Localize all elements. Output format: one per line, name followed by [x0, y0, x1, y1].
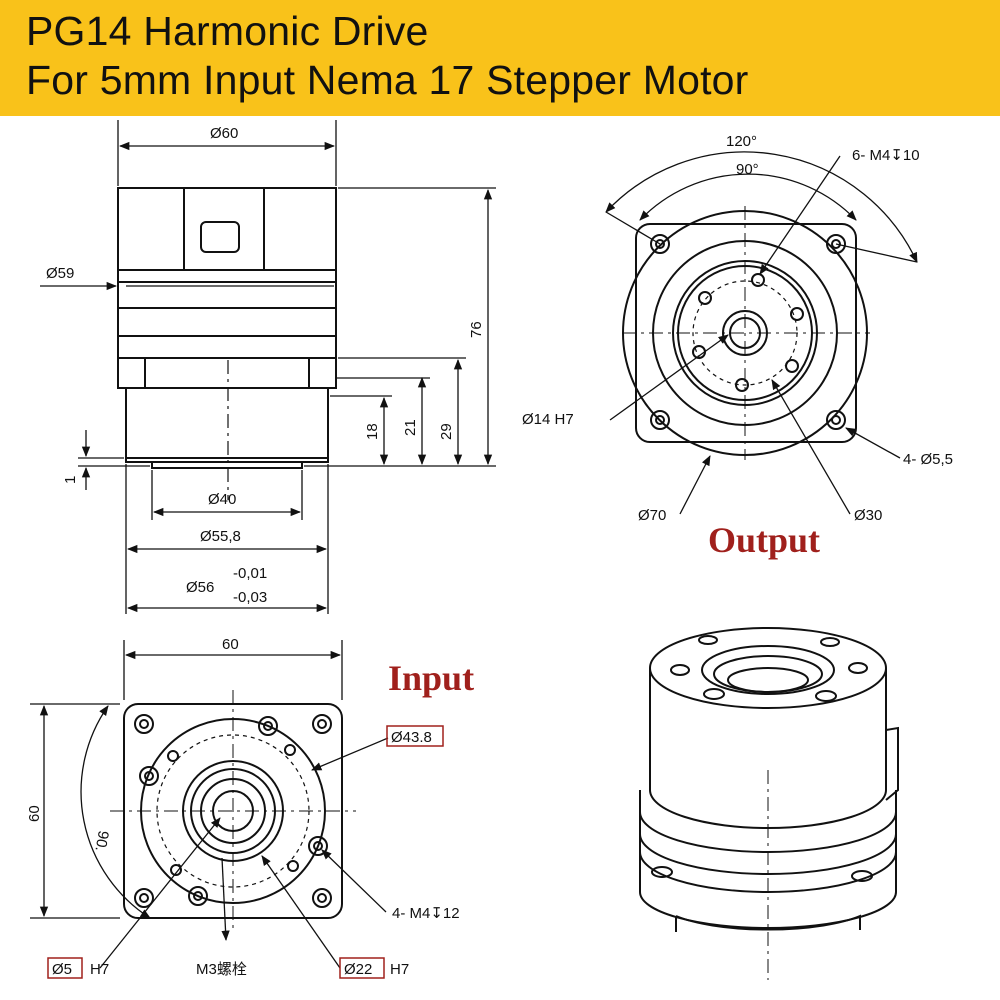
- dim-h21: 21: [402, 419, 419, 436]
- dim-d59: Ø59: [46, 265, 74, 282]
- dim-d56: Ø56: [186, 579, 214, 596]
- bore-box: [47, 957, 83, 979]
- dim-pilot-d22: Ø22: [344, 961, 372, 978]
- dim-h18: 18: [364, 423, 381, 440]
- housing-top-block: [117, 187, 337, 271]
- title-line-2: For 5mm Input Nema 17 Stepper Motor: [26, 57, 749, 103]
- pilot-body: [125, 387, 329, 463]
- input-label: Input: [388, 658, 474, 698]
- dim-bore-d5: Ø5: [52, 961, 72, 978]
- title-line-1: PG14 Harmonic Drive: [26, 8, 429, 54]
- dim-h1: 1: [62, 476, 79, 484]
- grease-port-icon: [200, 221, 240, 253]
- dim-input-diag-90: 90.: [91, 829, 111, 852]
- dim-pilot-d70: Ø70: [638, 507, 666, 524]
- dim-tapped-holes-input: 4- M4↧12: [392, 905, 460, 922]
- top-face: [649, 627, 887, 709]
- dim-d60: Ø60: [210, 125, 238, 142]
- dim-pilot-h7: H7: [390, 961, 409, 978]
- dim-bore-h7: H7: [90, 961, 109, 978]
- output-view: [605, 151, 918, 515]
- dim-d40: Ø40: [208, 491, 236, 508]
- pcd-box: [386, 725, 444, 747]
- dim-pcd-d30: Ø30: [854, 507, 882, 524]
- dim-pcd-43-8: Ø43.8: [391, 729, 432, 746]
- dim-input-height-60: 60: [26, 805, 43, 822]
- dim-tapped-holes-output: 6- M4↧10: [852, 147, 920, 164]
- housing-band: [117, 335, 337, 359]
- output-label: Output: [708, 520, 820, 560]
- side-view: [40, 120, 496, 614]
- housing-band: [117, 307, 337, 337]
- dim-tol-upper: -0,01: [233, 565, 267, 582]
- dim-h29: 29: [438, 423, 455, 440]
- dim-bore-output: Ø14 H7: [522, 411, 574, 428]
- dim-angle-120: 120°: [726, 133, 757, 150]
- pilot-box: [339, 957, 385, 979]
- housing-rib: [117, 269, 337, 283]
- dim-input-width-60: 60: [222, 636, 239, 653]
- dim-d55-8: Ø55,8: [200, 528, 241, 545]
- grease-port-boss: [183, 187, 265, 271]
- isometric-view: [639, 627, 899, 980]
- dim-mount-holes: 4- Ø5,5: [903, 451, 953, 468]
- input-view: [30, 640, 389, 969]
- output-flange: [117, 357, 337, 389]
- title-banner: PG14 Harmonic Drive For 5mm Input Nema 1…: [0, 0, 1000, 116]
- dim-tol-lower: -0,03: [233, 589, 267, 606]
- output-shaft-stub: [151, 461, 303, 469]
- dim-screw-m3: M3螺栓: [196, 961, 247, 978]
- dim-angle-90: 90°: [736, 161, 759, 178]
- dim-h76: 76: [468, 321, 485, 338]
